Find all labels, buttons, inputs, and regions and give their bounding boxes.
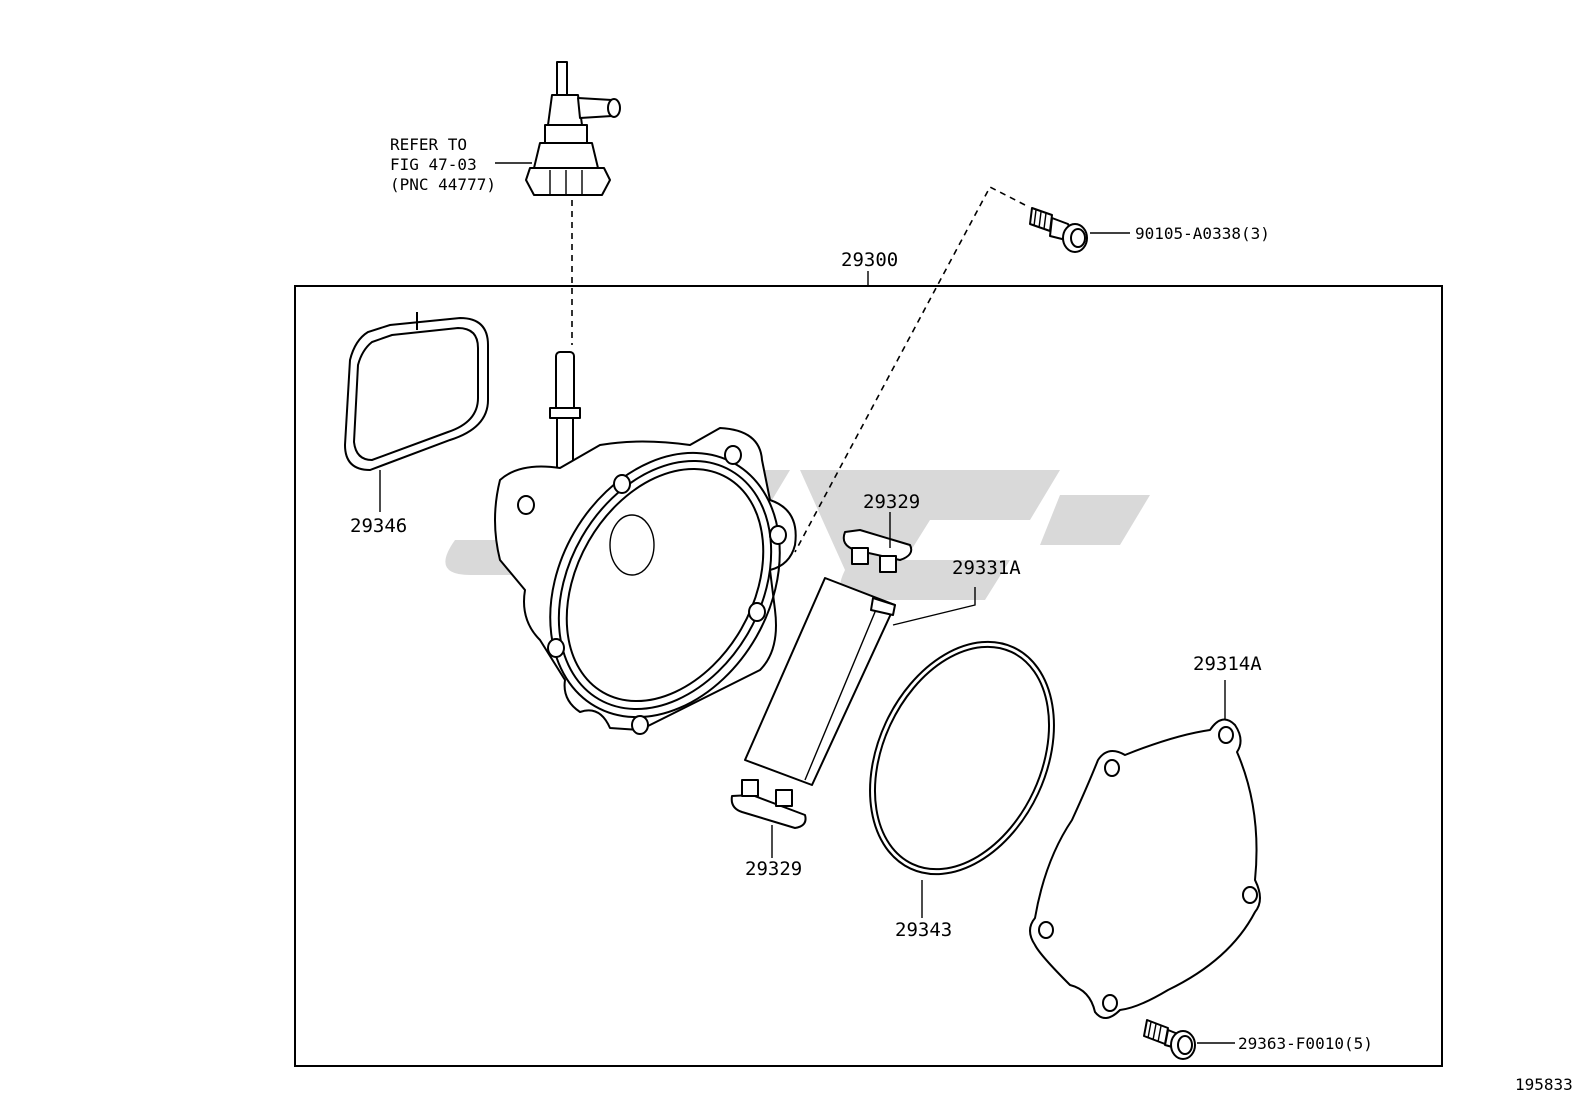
pump-housing-part xyxy=(494,351,797,735)
refer-text-line1: REFER TO xyxy=(390,135,467,154)
label-bolt-top: 90105-A0338(3) xyxy=(1135,224,1270,243)
figure-number: 195833 xyxy=(1515,1075,1573,1094)
oring-part xyxy=(869,640,1055,876)
bolt-top-part xyxy=(1029,207,1088,253)
check-valve-part xyxy=(525,61,621,196)
vane-bottom-part xyxy=(730,779,807,829)
label-bolt-bottom: 29363-F0010(5) xyxy=(1238,1034,1373,1053)
vane-top-part xyxy=(842,529,913,573)
rotor-part xyxy=(744,577,896,786)
label-assembly: 29300 xyxy=(841,249,898,271)
label-vane-top: 29329 xyxy=(863,491,920,513)
gasket-29346-part xyxy=(343,312,489,472)
label-cover: 29314A xyxy=(1193,653,1262,675)
assembly-frame xyxy=(294,285,1443,1067)
label-rotor: 29331A xyxy=(952,557,1021,579)
bolt-top-dashline xyxy=(794,185,1026,553)
refer-text-line2: FIG 47-03 xyxy=(390,155,477,174)
refer-text-line3: (PNC 44777) xyxy=(390,175,496,194)
label-oring: 29343 xyxy=(895,919,952,941)
bolt-bottom-part xyxy=(1143,1019,1196,1060)
cover-part xyxy=(1029,718,1261,1019)
label-vane-bottom: 29329 xyxy=(745,858,802,880)
rotor-leader xyxy=(892,587,976,626)
label-gasket-29346: 29346 xyxy=(350,515,407,537)
